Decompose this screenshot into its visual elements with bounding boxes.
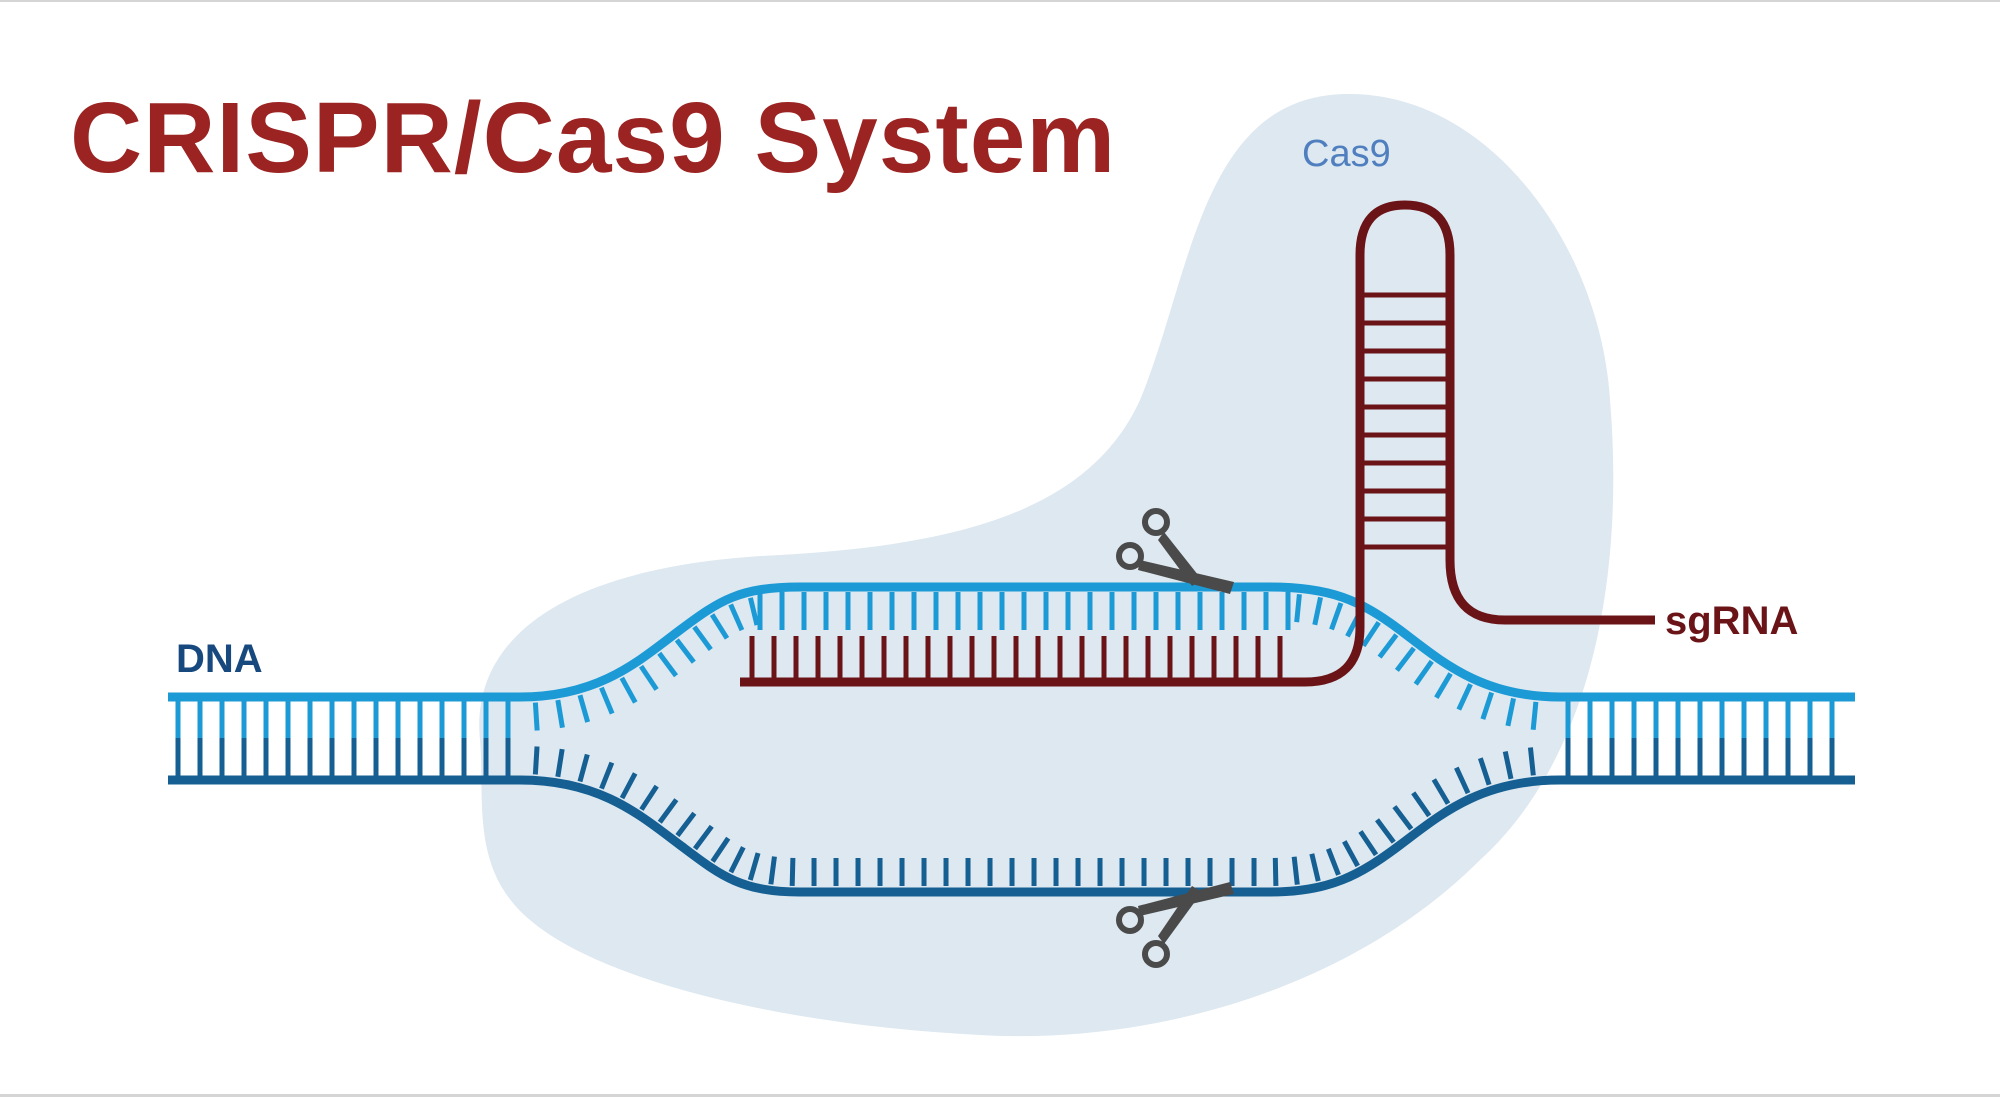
base-pair-rung bbox=[709, 613, 730, 640]
base-pair-rung bbox=[1329, 602, 1344, 631]
base-pair-rung bbox=[532, 702, 540, 731]
base-pair-rung bbox=[638, 664, 659, 691]
base-pair-rung bbox=[1377, 633, 1399, 659]
base-pair-rung bbox=[577, 694, 591, 723]
base-pair-rung bbox=[1480, 691, 1494, 720]
base-pair-rung bbox=[692, 824, 714, 851]
base-pair-rung bbox=[1291, 856, 1300, 885]
dna-base-pairs bbox=[175, 592, 1835, 886]
base-pair-rung bbox=[768, 856, 777, 885]
base-pair-rung bbox=[1434, 672, 1453, 699]
dna-top-strand bbox=[168, 582, 1855, 702]
bottom-border bbox=[0, 1094, 2000, 1097]
base-pair-rung bbox=[1527, 747, 1536, 776]
base-pair-rung bbox=[1294, 594, 1302, 623]
base-pair-rung bbox=[1342, 840, 1360, 868]
base-pair-rung bbox=[1505, 697, 1516, 727]
base-pair-rung bbox=[555, 748, 565, 778]
sgrna-label: sgRNA bbox=[1665, 599, 1798, 643]
base-pair-rung bbox=[657, 798, 679, 824]
base-pair-rung bbox=[1394, 646, 1416, 672]
cas9-label: Cas9 bbox=[1302, 133, 1391, 175]
sgrna-strand bbox=[740, 200, 1655, 687]
base-pair-rung bbox=[599, 686, 615, 715]
base-pair-rung bbox=[728, 603, 745, 632]
scissors-icon bbox=[1116, 508, 1234, 594]
base-pair-rung bbox=[789, 857, 796, 886]
base-pair-rung bbox=[1312, 596, 1323, 626]
base-pair-rung bbox=[1477, 757, 1492, 786]
base-pair-rung bbox=[599, 761, 615, 790]
base-pair-rung bbox=[1375, 818, 1396, 844]
dna-label: DNA bbox=[176, 637, 263, 681]
base-pair-rung bbox=[728, 846, 746, 874]
base-pair-rung bbox=[1431, 778, 1451, 805]
cas9-protein-blob bbox=[479, 94, 1614, 1037]
base-pair-rung bbox=[674, 638, 696, 664]
base-pair-rung bbox=[1411, 791, 1432, 818]
top-border bbox=[0, 0, 2000, 2]
base-pair-rung bbox=[692, 625, 713, 651]
base-pair-rung bbox=[619, 772, 638, 800]
base-pair-rung bbox=[1326, 847, 1341, 876]
base-pair-rung bbox=[1358, 830, 1379, 857]
base-pair-rung bbox=[1361, 620, 1381, 648]
base-pair-rung bbox=[555, 699, 565, 729]
dna-bottom-strand bbox=[168, 775, 1855, 897]
base-pair-rung bbox=[1454, 766, 1471, 795]
base-pair-rung bbox=[1413, 659, 1434, 686]
base-pair-rung bbox=[639, 784, 659, 811]
base-pair-rung bbox=[577, 753, 590, 783]
base-pair-rung bbox=[747, 852, 761, 881]
base-pair-rung bbox=[1530, 701, 1539, 730]
page-title: CRISPR/Cas9 System bbox=[70, 82, 1117, 194]
base-pair-rung bbox=[710, 836, 731, 863]
scissors-icon bbox=[1116, 882, 1234, 968]
base-pair-rung bbox=[619, 676, 638, 704]
base-pair-rung bbox=[1456, 683, 1473, 711]
base-pair-rung bbox=[1309, 853, 1321, 882]
base-pair-rung bbox=[1502, 750, 1514, 780]
base-pair-rung bbox=[747, 597, 760, 626]
base-pair-rung bbox=[1272, 857, 1279, 886]
base-pair-rung bbox=[532, 746, 540, 775]
sgrna-base-pairs bbox=[749, 292, 1446, 678]
base-pair-rung bbox=[675, 811, 697, 838]
base-pair-rung bbox=[1392, 805, 1414, 831]
base-pair-rung bbox=[657, 651, 679, 678]
